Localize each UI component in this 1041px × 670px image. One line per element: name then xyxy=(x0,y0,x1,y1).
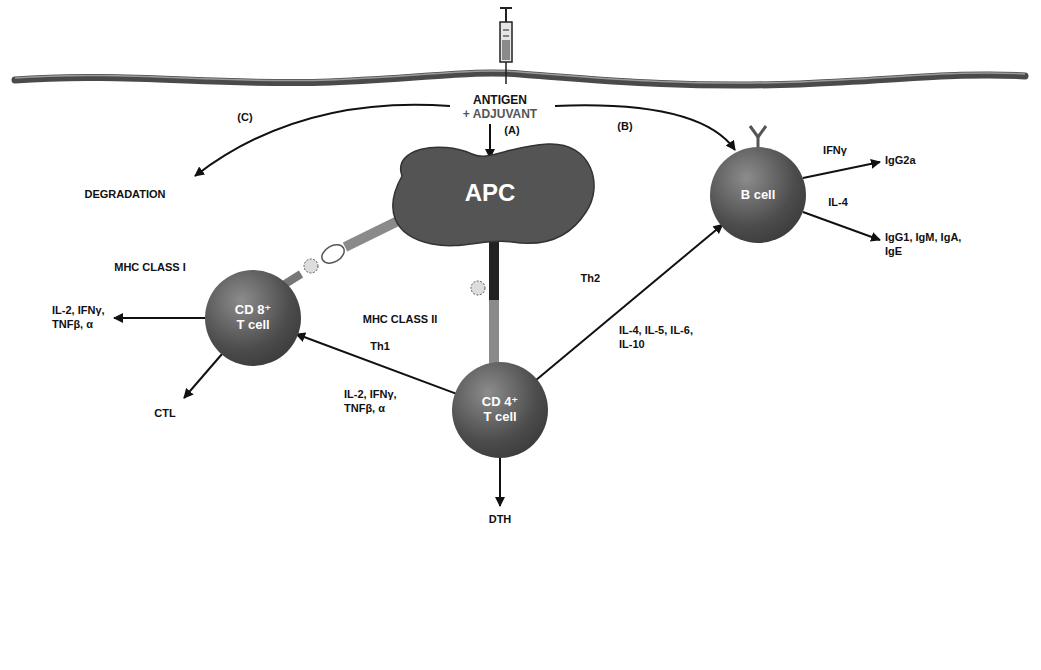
b-cell: B cell xyxy=(710,147,806,243)
annotation-label: IgG2a xyxy=(885,154,945,168)
node-label: APC xyxy=(465,179,516,207)
output-arrow xyxy=(184,354,222,398)
t-cell: CD 4⁺ T cell xyxy=(452,362,548,458)
annotation-label: DEGRADATION xyxy=(70,188,180,202)
annotation-label: CTL xyxy=(145,407,185,421)
node-label: B cell xyxy=(741,188,776,203)
output-arrow xyxy=(499,456,501,506)
annotation-label: (C) xyxy=(231,111,259,125)
annotation-label: IFNγ xyxy=(813,144,857,158)
annotation-label: IL-2, IFNγ, TNFβ, α xyxy=(52,304,108,332)
annotation-label: MHC CLASS I xyxy=(100,261,200,275)
arrow-a xyxy=(489,124,491,158)
mhc-class-i-receptor xyxy=(285,219,402,284)
output-arrow xyxy=(803,212,880,240)
annotation-label: ANTIGEN xyxy=(455,93,545,108)
apc-body xyxy=(393,144,594,246)
t-cell: CD 8⁺ T cell xyxy=(205,270,301,366)
annotation-label: IL-4 xyxy=(820,196,856,210)
antigen-presenting-cell: APC xyxy=(380,138,600,248)
annotation-label: (A) xyxy=(499,124,525,138)
annotation-label: + ADJUVANT xyxy=(450,107,550,122)
annotation-label: (B) xyxy=(611,120,639,134)
annotation-label: DTH xyxy=(480,513,520,527)
arrow-b xyxy=(555,105,735,150)
output-arrow xyxy=(803,162,880,178)
edge-label: Th1 xyxy=(368,340,392,353)
skin-line xyxy=(15,73,1025,85)
annotation-label: IL-4, IL-5, IL-6, IL-10 xyxy=(619,324,697,352)
node-label: CD 4⁺ T cell xyxy=(478,395,523,425)
mhc-class-ii-receptor xyxy=(471,240,494,366)
skin-highlight xyxy=(15,71,1025,83)
node-label: CD 8⁺ T cell xyxy=(231,303,276,333)
annotation-label: MHC CLASS II xyxy=(345,313,455,327)
connector-arrow xyxy=(536,224,723,379)
connector-arrow xyxy=(296,334,456,394)
syringe xyxy=(500,8,512,84)
output-arrow xyxy=(114,317,207,319)
annotation-label: IL-2, IFNγ, TNFβ, α xyxy=(344,388,422,416)
edge-label: Th2 xyxy=(579,272,603,285)
annotation-label: IgG1, IgM, IgA, IgE xyxy=(885,231,965,259)
